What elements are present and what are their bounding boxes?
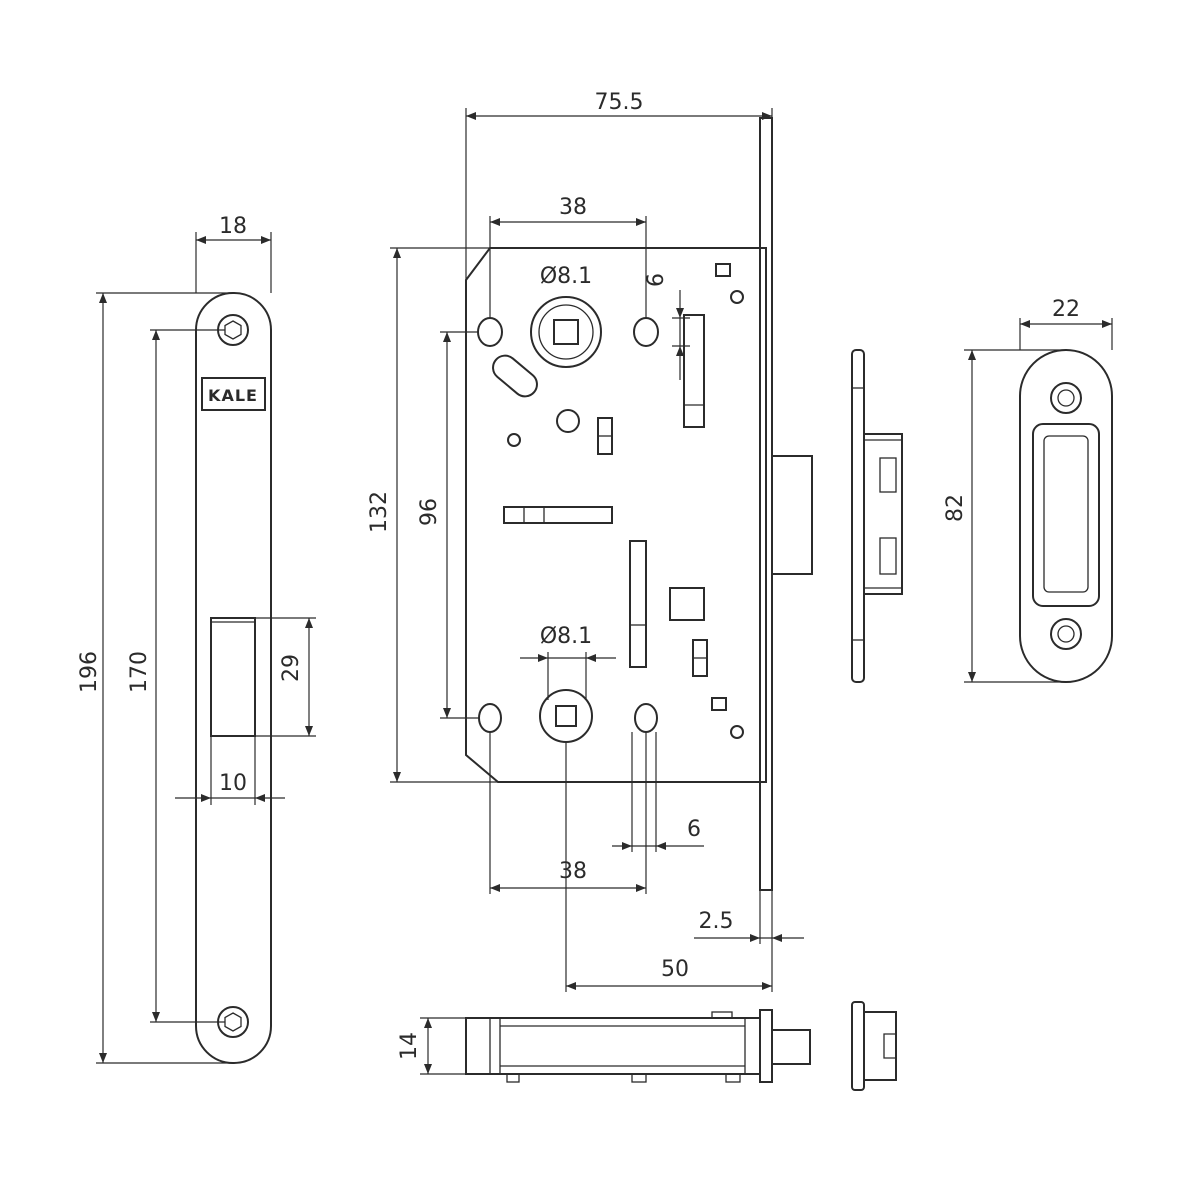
side-plate [851,349,865,683]
upper-slot-width-label: 6 [644,273,669,287]
screw-inner [1057,389,1075,407]
logo-frame [201,377,266,411]
upper-hole-spacing-label: 38 [559,195,587,220]
hub-ring [538,304,594,360]
center-distance-label: 96 [417,498,442,526]
latch-side-view [851,349,903,683]
lock-body-dimensions: 75.5 38 Ø8.1 6 132 96 Ø8.1 [367,90,804,992]
strike-plate-dimensions: 22 82 [943,297,1113,683]
latch-bolt [771,455,813,575]
screw-inner [1057,625,1075,643]
top-view-tab [711,1011,733,1019]
faceplate-outline [195,292,272,1064]
top-view-latch [771,1029,811,1065]
upper-right-fixing-hole [633,317,659,347]
strike-top-screw-icon [1050,382,1082,414]
strike-bottom-screw-icon [1050,618,1082,650]
top-view-dimensions: 14 [397,1017,466,1075]
upper-spindle-diameter-label: Ø8.1 [540,264,592,289]
lower-left-fixing-hole [478,703,502,733]
upper-square-spindle-icon [553,319,579,345]
top-view-tab [506,1073,520,1083]
lower-hole-spacing-label: 38 [559,859,587,884]
upper-left-fixing-hole [477,317,503,347]
hex-socket-icon [224,320,242,340]
plate-thickness-label: 2.5 [699,909,734,934]
faceplate-width-label: 18 [219,214,247,239]
lock-body-view [465,117,813,891]
small-round-hole [507,433,521,447]
side-latch-housing [863,433,903,595]
strike-opening [1032,423,1100,607]
lock-top-view [465,1009,811,1083]
square-block [669,587,705,621]
strike-side-box [863,1011,897,1081]
strike-plate-view [1019,349,1113,683]
kale-logo: KALE [201,377,266,411]
small-square-hole [715,263,731,277]
top-view-tab [725,1073,741,1083]
side-detail [879,537,897,575]
latch-opening-width-label: 10 [219,771,247,796]
side-detail [879,457,897,493]
lower-slot-width-label: 6 [687,817,701,842]
strike-side-notch [883,1033,896,1059]
logo-text: KALE [208,386,258,405]
body-height-label: 132 [367,491,392,533]
strike-side-plate [851,1001,865,1091]
upper-slot [683,314,705,428]
total-width-label: 75.5 [595,90,644,115]
body-thickness-label: 14 [397,1032,422,1060]
angled-slot [492,354,538,398]
faceplate-dimensions: 18 196 170 29 10 [77,214,316,1064]
small-round-hole [730,725,744,739]
latch-opening-height-label: 29 [279,654,304,682]
strike-height-label: 82 [943,494,968,522]
top-view-tab [631,1073,647,1083]
lower-spindle-diameter-label: Ø8.1 [540,624,592,649]
faceplate-view: KALE [195,292,272,1064]
strike-side-view [851,1001,897,1091]
vertical-bar [629,540,647,668]
round-hole [556,409,580,433]
backset-label: 50 [661,957,689,982]
lower-square-spindle-icon [555,705,577,727]
small-round-hole [730,290,744,304]
top-view-forend [759,1009,773,1083]
faceplate-height-label: 196 [77,651,102,693]
hex-socket-icon [224,1012,242,1032]
faceplate-latch-opening [210,617,256,737]
screw-distance-label: 170 [127,651,152,693]
lock-case-outline [465,247,767,783]
upper-spindle-hub-icon [530,296,602,368]
horizontal-bar [503,506,613,524]
lower-right-fixing-hole [634,703,658,733]
strike-width-label: 22 [1052,297,1080,322]
small-square-hole [711,697,727,711]
strike-opening-inner [1043,435,1089,593]
